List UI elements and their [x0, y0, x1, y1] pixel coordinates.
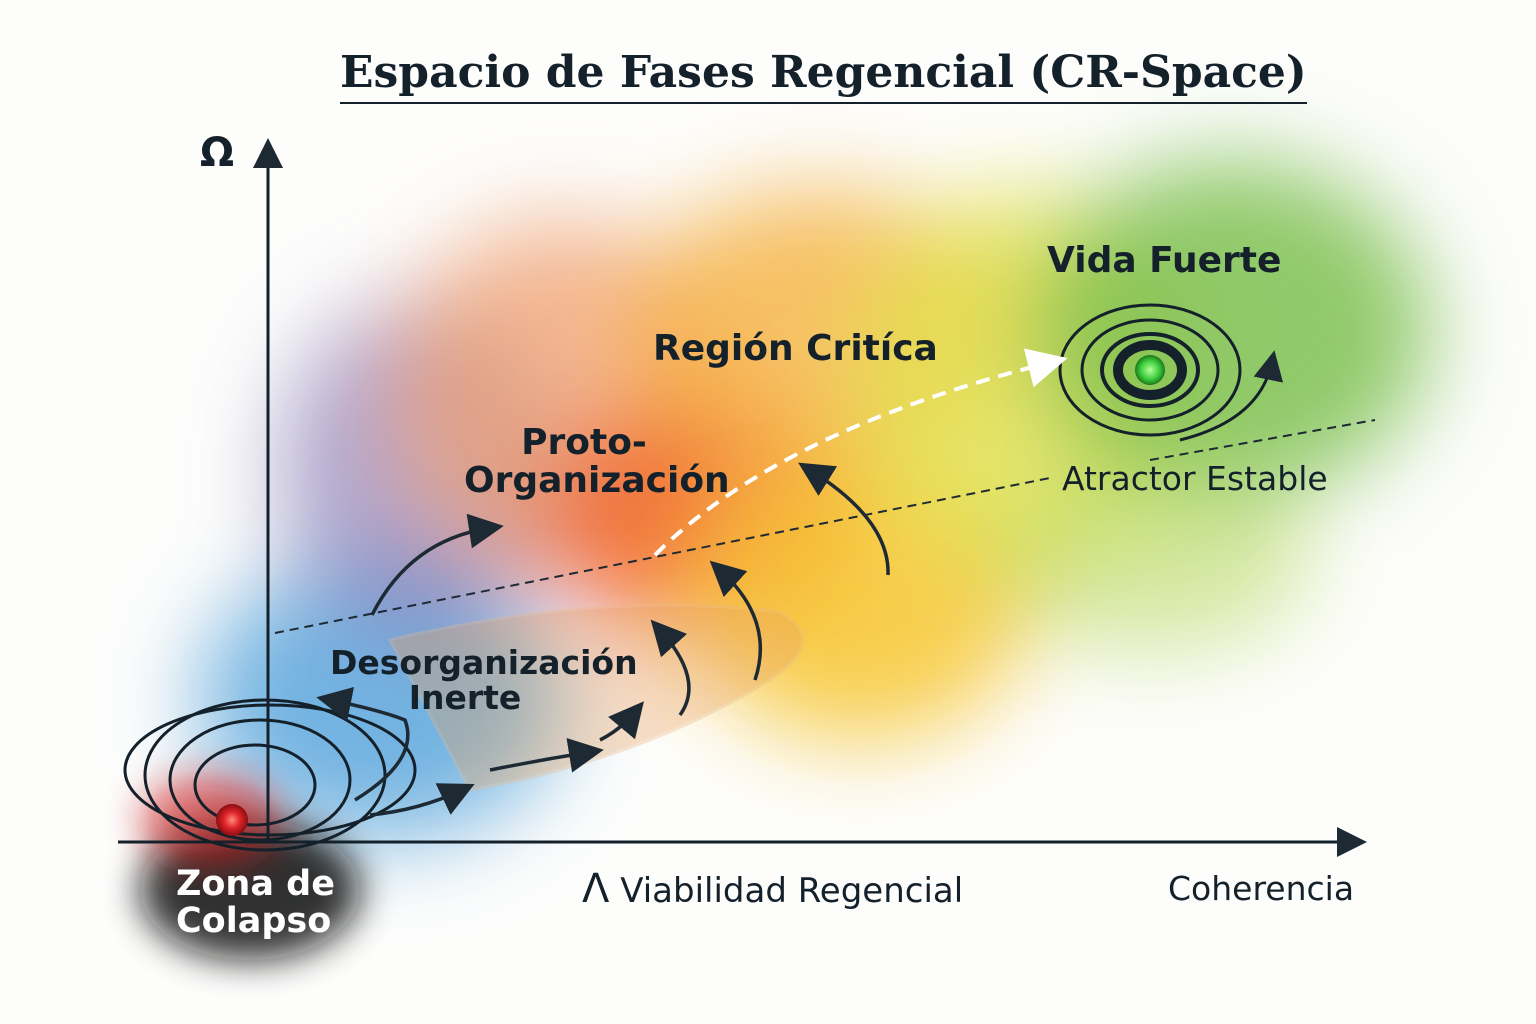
x-axis-label: Λ Viabilidad Regencial	[582, 868, 963, 910]
label-atractor-estable: Atractor Estable	[1062, 459, 1328, 498]
flow-arrows	[316, 462, 890, 817]
label-desorganizacion-inerte: Desorganización Inerte	[330, 643, 638, 717]
color-field	[200, 160, 1430, 840]
inert-line-1: Desorganización	[330, 643, 638, 682]
label-zona-colapso: Zona de Colapso	[176, 866, 335, 940]
x-axis-title: Viabilidad Regencial	[620, 871, 964, 911]
inert-line-2: Inerte	[408, 677, 522, 717]
proto-line-2: Organización	[464, 459, 730, 501]
lower-threshold-line	[274, 477, 1051, 634]
lambda-symbol: Λ	[582, 866, 610, 912]
collapse-line-2: Colapso	[176, 900, 332, 941]
collapse-line-1: Zona de	[176, 864, 335, 904]
x-axis-right-label: Coherencia	[1168, 869, 1355, 908]
label-region-critica: Región Critíca	[653, 328, 938, 369]
label-proto-organizacion: Proto- Organización	[464, 422, 730, 501]
critical-transition-arrow	[653, 348, 1068, 557]
collapse-point	[216, 804, 248, 836]
attractor-point	[1135, 355, 1165, 385]
upper-threshold-line	[1149, 419, 1376, 461]
collapse-vortex	[123, 698, 417, 852]
proto-line-1: Proto-	[521, 422, 647, 463]
label-vida-fuerte: Vida Fuerte	[1047, 240, 1282, 281]
diagram-title: Espacio de Fases Regencial (CR-Space)	[340, 49, 1307, 105]
y-axis-omega-label: Ω	[200, 130, 235, 176]
